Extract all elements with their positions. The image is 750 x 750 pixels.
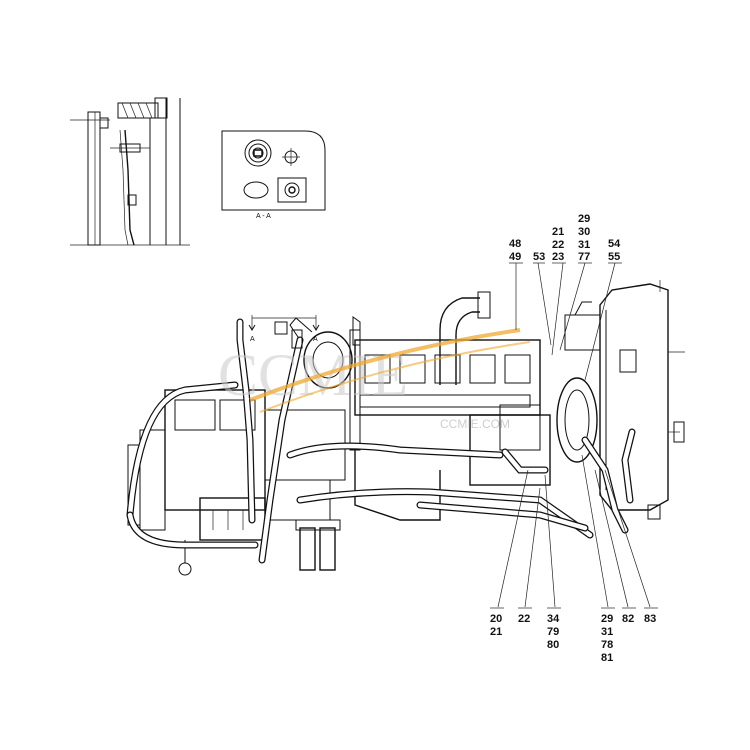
callout-78: 78 [601,639,613,651]
callout-80: 80 [547,639,559,651]
section-detail-view [70,97,190,246]
callout-49: 49 [509,251,521,263]
section-mark-left: A [250,336,255,343]
callout-82-label: 82 [622,613,634,625]
callout-77: 77 [578,251,590,263]
callout-81: 81 [601,652,613,664]
callout-54-55: 54 55 [608,238,621,263]
callout-31-top: 31 [578,239,590,251]
callout-21: 21 [552,226,564,238]
callout-21-bottom: 21 [490,626,502,638]
callout-29-77: 29 30 31 77 [578,213,590,263]
callout-29-top: 29 [578,213,590,225]
callout-22-bottom: 22 [518,613,530,625]
callout-83: 83 [644,613,656,625]
callout-54: 54 [608,238,621,250]
callout-48-49: 48 49 [509,238,521,263]
callout-22: 22 [552,239,564,251]
callout-53: 53 [533,251,545,263]
callout-83-label: 83 [644,613,656,625]
callout-22-label: 22 [518,613,530,625]
callout-34: 34 [547,613,560,625]
callout-48: 48 [509,238,521,250]
section-mark-right: A [313,336,318,343]
watermark: CCMIE CCMIE.COM [218,328,531,431]
callout-79: 79 [547,626,559,638]
callout-53-label: 53 [533,251,545,263]
watermark-brand: CCMIE [218,342,408,408]
callout-29-bottom: 29 [601,613,613,625]
detail-section-label: A - A [256,213,271,220]
callout-34-80: 34 79 80 [547,613,560,651]
leader-lines [497,262,651,608]
callout-23: 23 [552,251,564,263]
callout-20: 20 [490,613,502,625]
gauge-panel-detail: A - A [221,130,326,220]
callout-underlines [490,262,658,609]
callout-55: 55 [608,251,620,263]
engine-assembly: A A [126,280,685,576]
callout-29-81: 29 31 78 81 [601,613,613,664]
watermark-sub: CCMIE.COM [440,417,510,431]
callout-20-21: 20 21 [490,613,502,638]
callout-82: 82 [622,613,634,625]
callout-21-23: 21 22 23 [552,226,564,263]
callout-31-bottom: 31 [601,626,613,638]
callout-30: 30 [578,226,590,238]
